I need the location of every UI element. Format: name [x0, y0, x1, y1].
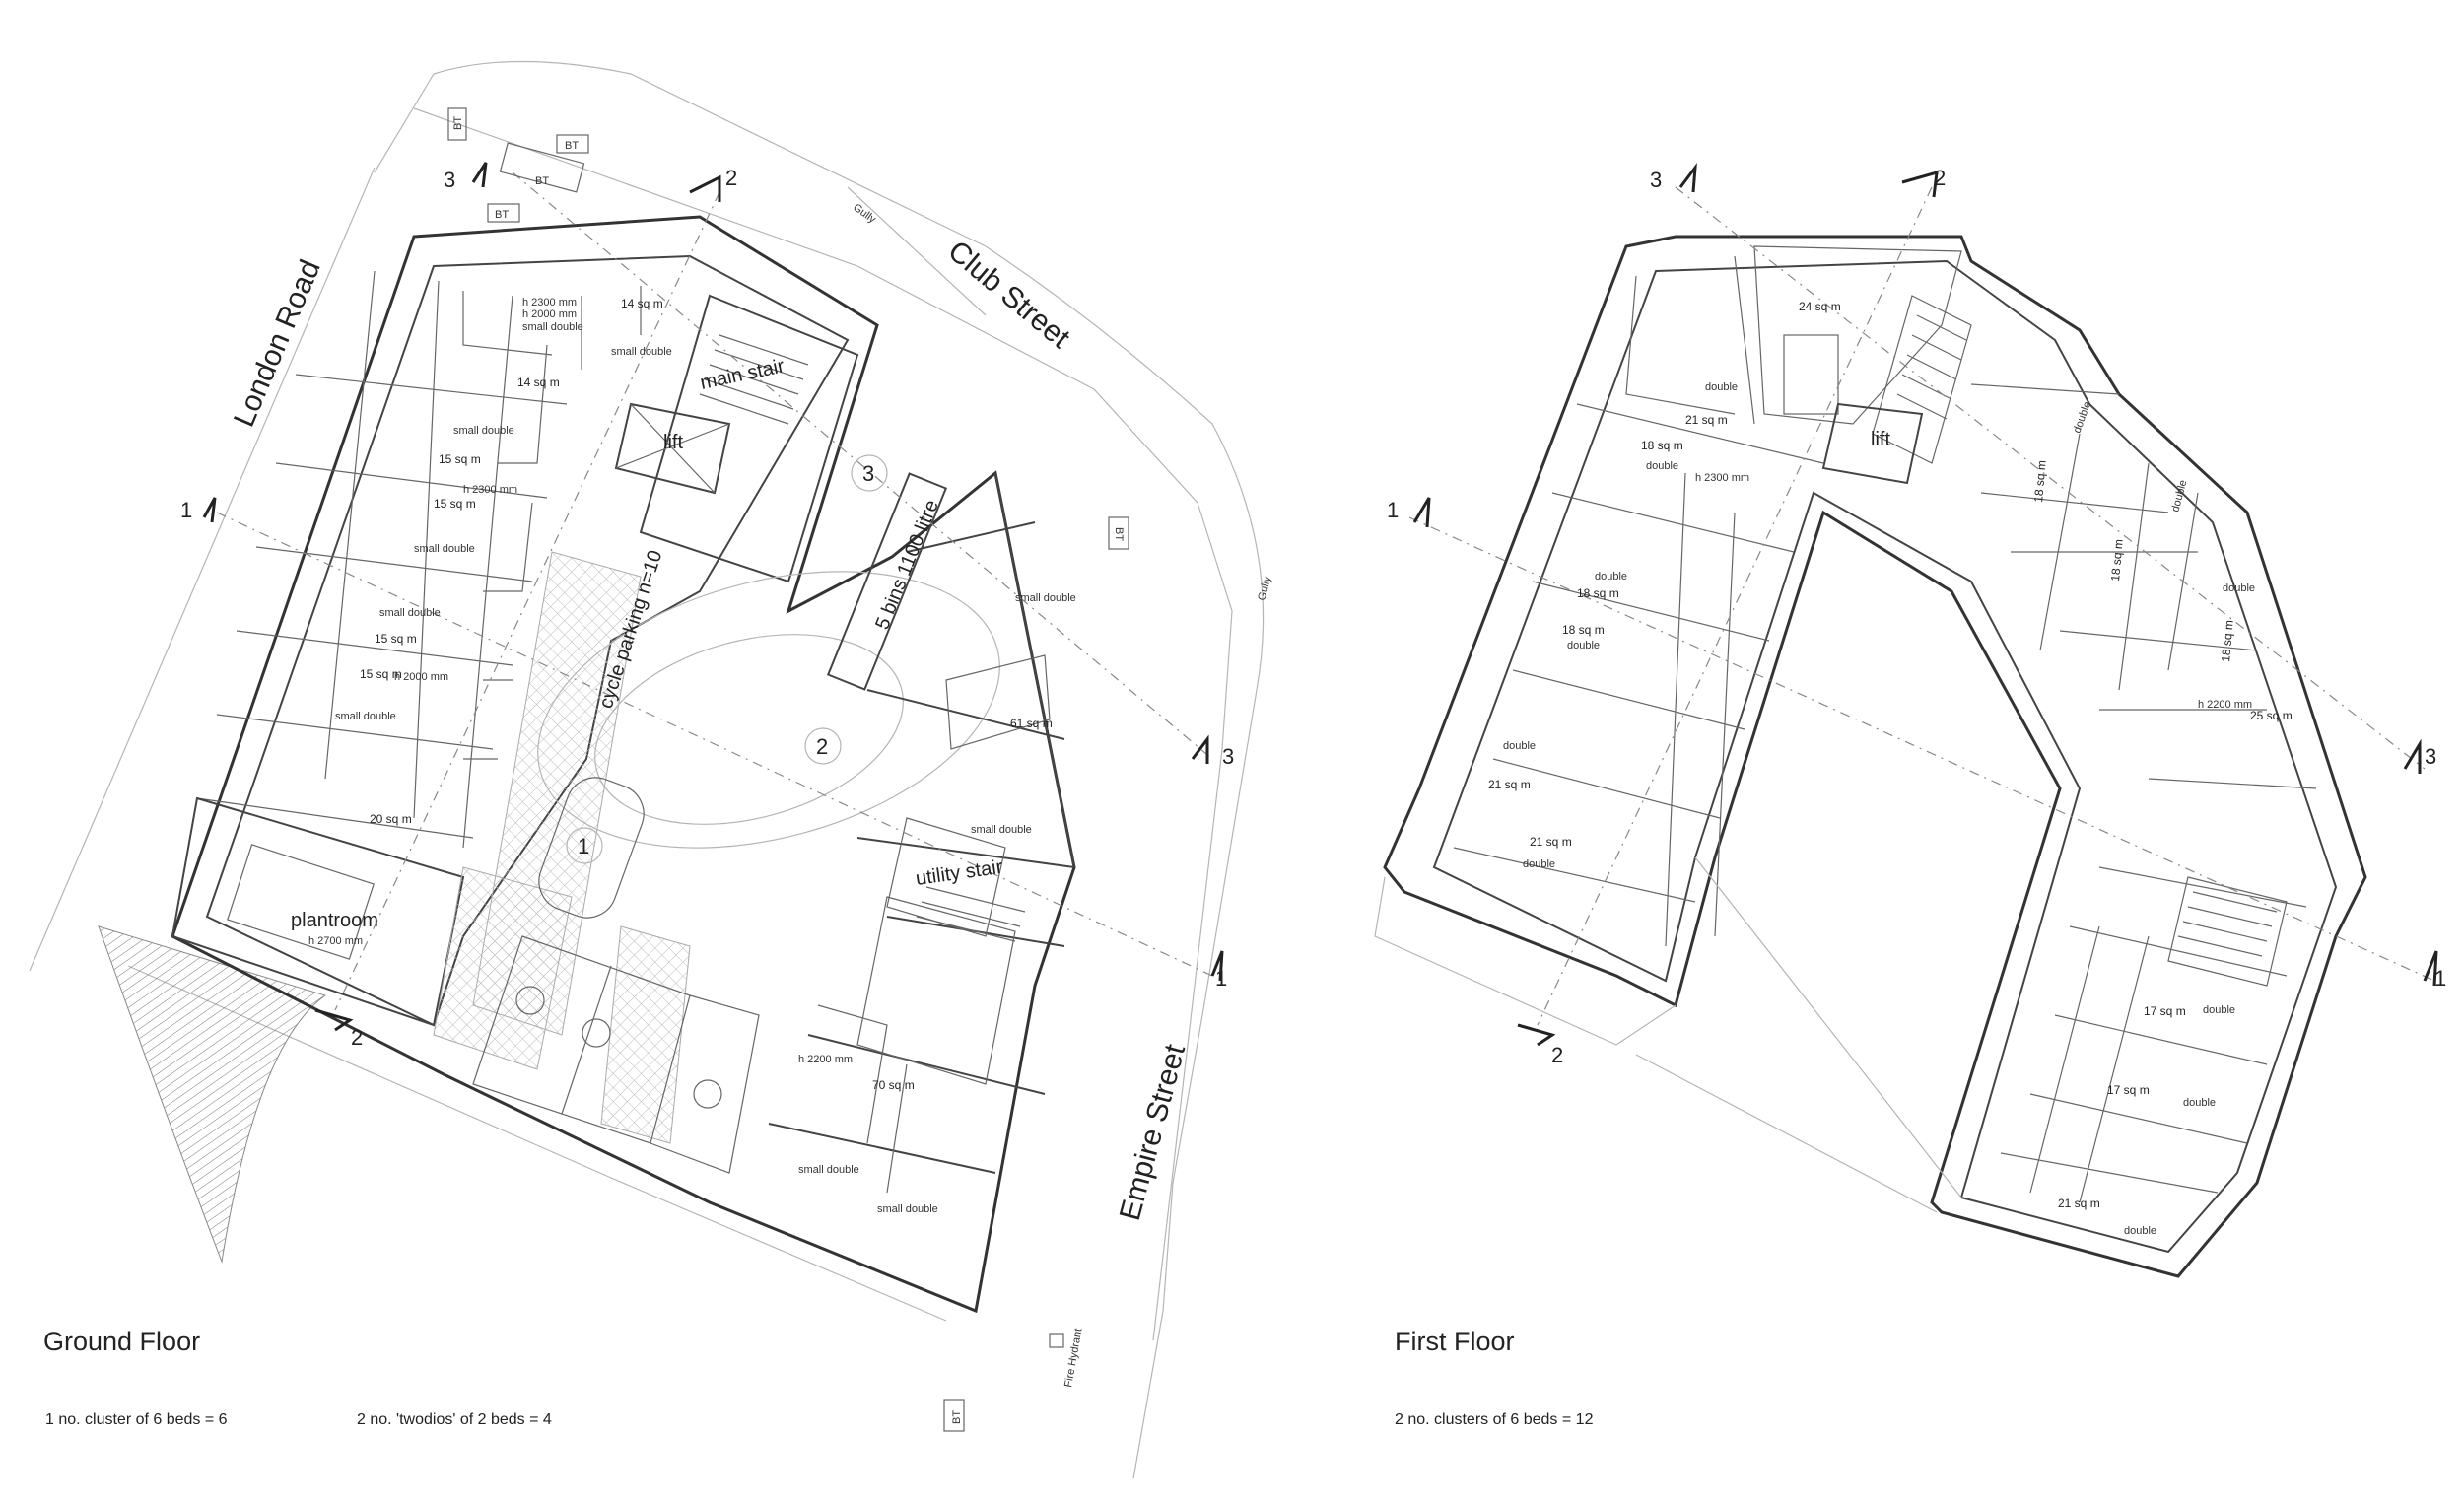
- gf-room-area-2: 14 sq m: [517, 376, 560, 389]
- gf-section-mark-3a: 3: [444, 168, 455, 192]
- embankment-hatch: [98, 925, 327, 1264]
- gf-room-type-3: small double: [453, 425, 514, 437]
- parking-number-1: 1: [578, 834, 589, 858]
- ff-room-area-7: 21 sq m: [1530, 835, 1572, 849]
- gf-room-area-7: 20 sq m: [370, 812, 412, 826]
- first-floor-title: First Floor: [1395, 1327, 1515, 1356]
- gf-dimension-4: h 2000 mm: [394, 671, 448, 683]
- ff-section-mark-3b: 3: [2425, 744, 2436, 769]
- car-outline: [538, 777, 645, 919]
- bt-marker-1: BT: [452, 116, 464, 130]
- gf-room-type-10: small double: [877, 1203, 938, 1215]
- ff-section-mark-3a: 3: [1650, 168, 1662, 192]
- gf-room-area-1: 14 sq m: [621, 297, 663, 310]
- space-lift-ground: lift: [663, 432, 683, 453]
- ff-room-type-11: double: [2183, 1097, 2216, 1109]
- bt-marker-3: BT: [535, 175, 549, 187]
- gf-section-mark-2b: 2: [351, 1025, 363, 1050]
- ground-floor-title: Ground Floor: [43, 1327, 201, 1356]
- gf-section-mark-3b: 3: [1222, 744, 1234, 769]
- ff-room-type-12: double: [2124, 1225, 2156, 1237]
- gf-section-mark-1b: 1: [1215, 966, 1227, 991]
- street-club-street: Club Street: [942, 235, 1077, 355]
- ff-dimension-1: h 2300 mm: [1695, 472, 1749, 484]
- ff-room-area-4: 18 sq m: [1577, 586, 1619, 600]
- bt-marker-5: BT: [1113, 527, 1125, 541]
- gf-section-mark-2a: 2: [725, 166, 737, 190]
- gf-room-type-7: small double: [1015, 592, 1076, 604]
- ff-section-mark-1a: 1: [1387, 498, 1399, 522]
- ff-section-mark-2a: 2: [1934, 166, 1946, 190]
- gf-room-type-4: small double: [414, 543, 475, 555]
- ff-section-mark-1b: 1: [2434, 966, 2446, 991]
- ff-room-type-7: double: [2072, 400, 2094, 435]
- ff-dimension-2: h 2200 mm: [2198, 699, 2252, 711]
- gf-room-area-3: 15 sq m: [439, 452, 481, 466]
- gf-room-type-5: small double: [379, 607, 441, 619]
- street-london-road: London Road: [228, 255, 327, 432]
- space-main-stair: main stair: [698, 355, 787, 394]
- ff-room-type-3: double: [1595, 571, 1627, 582]
- ground-floor-capacity-cluster: 1 no. cluster of 6 beds = 6: [45, 1411, 228, 1428]
- ff-room-type-9: double: [2223, 582, 2255, 594]
- ff-room-area-1: 24 sq m: [1799, 300, 1841, 313]
- ff-room-type-1: double: [1705, 381, 1738, 393]
- ff-section-mark-2b: 2: [1551, 1043, 1563, 1067]
- ff-room-type-5: double: [1503, 740, 1536, 752]
- gf-room-area-9: 70 sq m: [872, 1078, 915, 1092]
- gf-room-type-6: small double: [335, 711, 396, 722]
- bt-marker-4: BT: [495, 209, 509, 221]
- street-empire-street: Empire Street: [1114, 1040, 1193, 1223]
- ff-room-area-8: 18 sq m: [2031, 460, 2049, 504]
- ff-room-type-4: double: [1567, 640, 1600, 651]
- ff-room-type-10: double: [2203, 1004, 2235, 1016]
- gully-marker-2: Gully: [1256, 575, 1273, 602]
- ff-room-area-5: 18 sq m: [1562, 623, 1605, 637]
- bt-marker-2: BT: [565, 140, 579, 152]
- gf-dimension-1: h 2300 mm: [522, 297, 577, 308]
- gf-room-area-6: 15 sq m: [360, 667, 402, 681]
- plantroom-height: h 2700 mm: [308, 935, 363, 947]
- gf-section-mark-1a: 1: [180, 498, 192, 522]
- ff-room-type-2: double: [1646, 460, 1678, 472]
- parking-number-2: 2: [816, 734, 828, 759]
- ff-room-area-11: 25 sq m: [2250, 709, 2293, 722]
- gully-marker-1: Gully: [851, 202, 878, 226]
- gf-room-type-8: small double: [971, 824, 1032, 836]
- gf-room-type-9: small double: [798, 1164, 859, 1176]
- ff-room-area-13: 17 sq m: [2107, 1083, 2150, 1097]
- ff-room-area-9: 18 sq m: [2108, 539, 2126, 582]
- ff-room-area-10: 18 sq m: [2219, 620, 2236, 663]
- gf-room-type-1: small double: [522, 321, 583, 333]
- ff-room-type-6: double: [1523, 858, 1555, 870]
- ff-room-area-14: 21 sq m: [2058, 1197, 2100, 1210]
- gf-dimension-5: h 2200 mm: [798, 1054, 853, 1065]
- first-floor-capacity: 2 no. clusters of 6 beds = 12: [1395, 1411, 1594, 1428]
- ground-floor-plan: [29, 60, 1265, 1479]
- ff-space-lift: lift: [1871, 429, 1890, 450]
- ff-room-area-3: 18 sq m: [1641, 439, 1683, 452]
- ff-room-area-2: 21 sq m: [1685, 413, 1728, 427]
- gf-dimension-2: h 2000 mm: [522, 308, 577, 320]
- parking-number-3: 3: [862, 461, 874, 486]
- first-floor-plan: [1374, 162, 2438, 1278]
- gf-room-type-2: small double: [611, 346, 672, 358]
- space-utility-stair: utility stair: [915, 856, 1004, 890]
- gf-room-area-8: 61 sq m: [1010, 717, 1053, 730]
- ground-floor-capacity-twodios: 2 no. 'twodios' of 2 beds = 4: [357, 1411, 552, 1428]
- ff-room-area-6: 21 sq m: [1488, 778, 1531, 791]
- gf-room-area-5: 15 sq m: [375, 632, 417, 646]
- space-plantroom: plantroom: [291, 910, 378, 931]
- bt-marker-6: BT: [951, 1410, 963, 1424]
- gf-dimension-3: h 2300 mm: [463, 484, 517, 496]
- fire-hydrant-marker: Fire Hydrant: [1062, 1328, 1084, 1389]
- space-bins: 5 bins 1100 litre: [871, 497, 943, 633]
- ff-room-area-12: 17 sq m: [2144, 1004, 2186, 1018]
- gf-room-area-4: 15 sq m: [434, 497, 476, 511]
